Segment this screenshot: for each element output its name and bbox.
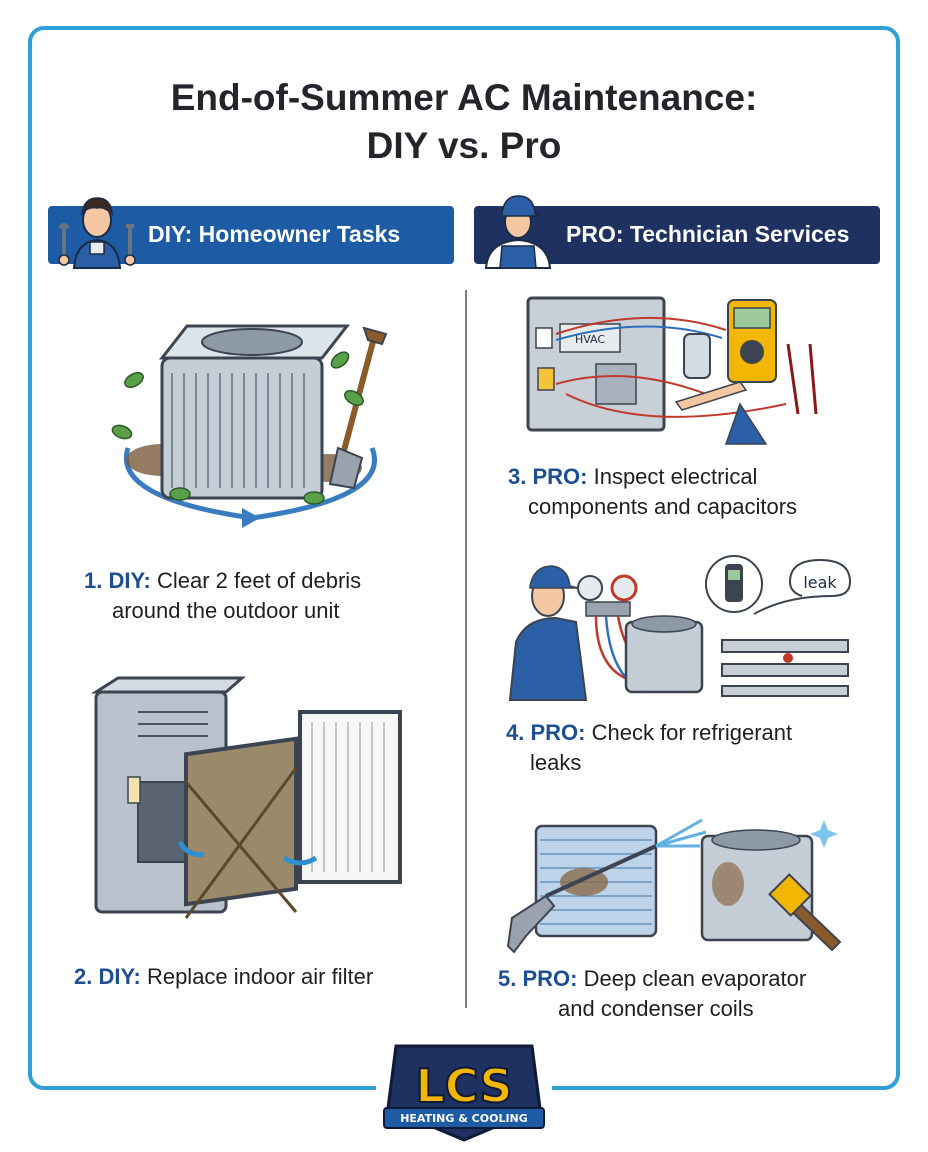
task-5-line-1: Deep clean evaporator [583, 966, 807, 991]
title-line-2: DIY vs. Pro [366, 125, 562, 166]
task-5-line-2: and condenser coils [558, 996, 754, 1021]
task-2-caption: 2. DIY: Replace indoor air filter [74, 962, 373, 992]
electrical-inspection-illustration: HVAC [526, 296, 818, 445]
leak-bubble-label: leak [803, 573, 837, 592]
task-4-lead: 4. PRO: [506, 720, 586, 745]
task-4-line-1: Check for refrigerant [591, 720, 793, 745]
column-divider [465, 290, 467, 1008]
title-line-1: End-of-Summer AC Maintenance: [170, 77, 758, 118]
pro-banner: PRO: Technician Services [474, 206, 880, 264]
task-5-lead: 5. PRO: [498, 966, 578, 991]
task-3-line-1: Inspect electrical [593, 464, 758, 489]
pro-banner-label: PRO: Technician Services [566, 221, 850, 247]
task-3-caption: 3. PRO: Inspect electrical components an… [508, 462, 797, 522]
refrigerant-leak-illustration: leak [508, 555, 852, 701]
hvac-panel-label: HVAC [575, 333, 605, 346]
task-3-line-2: components and capacitors [528, 494, 798, 519]
task-1-line-1: Clear 2 feet of debris [156, 568, 362, 593]
task-1-lead: 1. DIY: [84, 568, 151, 593]
logo-tagline: HEATING & COOLING [400, 1112, 528, 1125]
outdoor-unit-debris-illustration [111, 324, 388, 528]
task-3-lead: 3. PRO: [508, 464, 588, 489]
page-title: End-of-Summer AC Maintenance: DIY vs. Pr… [0, 74, 928, 170]
coil-cleaning-illustration [506, 818, 842, 954]
task-2-lead: 2. DIY: [74, 964, 141, 989]
task-2-line-1: Replace indoor air filter [146, 964, 374, 989]
homeowner-avatar-icon [58, 197, 136, 269]
technician-avatar-icon [484, 195, 552, 269]
company-logo-icon: LCS HEATING & COOLING [376, 1036, 552, 1148]
task-5-caption: 5. PRO: Deep clean evaporator and conden… [498, 964, 806, 1024]
logo-mark: LCS [415, 1059, 512, 1113]
task-1-line-2: around the outdoor unit [112, 598, 340, 623]
task-4-line-2: leaks [530, 750, 582, 775]
task-4-caption: 4. PRO: Check for refrigerant leaks [506, 718, 792, 778]
air-filter-illustration [90, 676, 402, 919]
diy-banner-label: DIY: Homeowner Tasks [148, 221, 401, 247]
task-1-caption: 1. DIY: Clear 2 feet of debris around th… [84, 566, 361, 626]
